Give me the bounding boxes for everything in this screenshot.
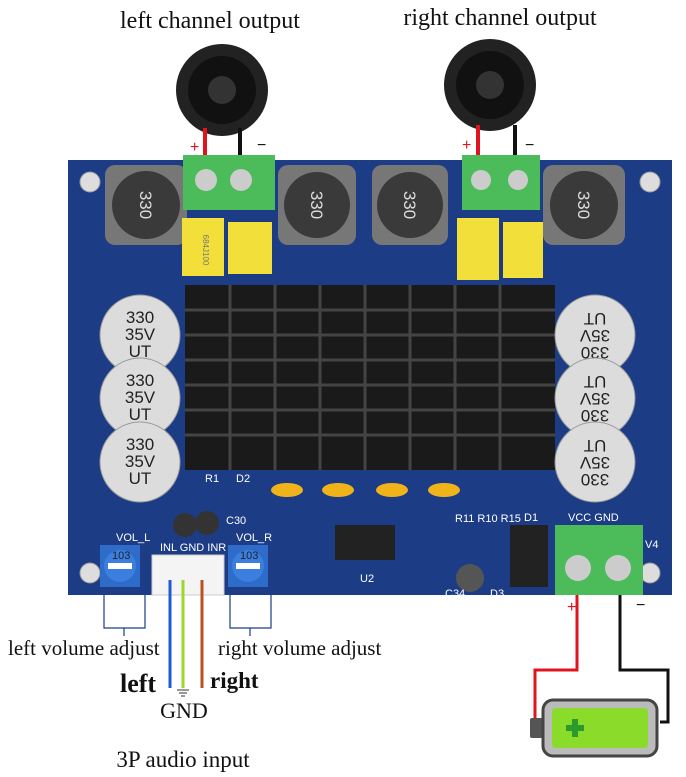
- right-output-terminal[interactable]: [462, 155, 540, 210]
- capacitor-marking: 35V: [125, 388, 156, 407]
- left-input-label: left: [120, 669, 156, 698]
- silk-power-header: VCC GND: [568, 512, 619, 524]
- silk-c34: C34: [445, 588, 465, 600]
- silk-u2: U2: [360, 573, 374, 585]
- left-volume-label: left volume adjust: [8, 636, 160, 660]
- power-minus-wire: [618, 595, 670, 724]
- film-cap-code: 684J100: [201, 235, 210, 266]
- right-volume-label: right volume adjust: [218, 636, 381, 660]
- right-input-label: right: [210, 668, 259, 693]
- film-capacitors: [182, 218, 543, 280]
- silk-d2: D2: [236, 473, 250, 485]
- svg-text:330: 330: [307, 191, 326, 219]
- cap-c34: [456, 564, 484, 592]
- left-minus-sign: −: [257, 137, 266, 154]
- power-plus-wire: [533, 595, 579, 728]
- capacitor-marking: 35V: [579, 389, 610, 408]
- silk-d1: D1: [524, 512, 538, 524]
- capacitor-marking: 35V: [579, 453, 610, 472]
- left-output-terminal[interactable]: [183, 155, 275, 210]
- capacitor-marking: 330: [126, 308, 154, 327]
- right-speaker-icon: [444, 39, 536, 131]
- power-plus-sign: +: [567, 599, 576, 616]
- silk-input-header: INL GND INR: [160, 542, 226, 554]
- gnd-input-label: GND: [160, 698, 208, 723]
- left-speaker-icon: [176, 44, 268, 136]
- silk-v4: V4: [645, 539, 658, 551]
- power-terminal[interactable]: [555, 525, 643, 595]
- capacitor-marking: 35V: [579, 326, 610, 345]
- capacitor-marking: UT: [584, 309, 607, 328]
- capacitor-marking: 330: [126, 435, 154, 454]
- ceramic-capacitors: [271, 483, 460, 497]
- ground-symbol-icon: [177, 689, 189, 697]
- capacitor-marking: 35V: [125, 452, 156, 471]
- right-pot-code: 103: [240, 550, 258, 562]
- ic-u2: [335, 525, 395, 560]
- right-output-label: right channel output: [403, 5, 597, 31]
- silk-r1: R1: [205, 473, 219, 485]
- capacitor-marking: UT: [129, 342, 152, 361]
- right-plus-sign: +: [462, 137, 471, 154]
- svg-text:330: 330: [400, 191, 419, 219]
- audio-input-connector[interactable]: [151, 554, 225, 596]
- audio-input-label: 3P audio input: [116, 747, 250, 772]
- silk-resistors: R11 R10 R15: [455, 513, 521, 525]
- inductor-l1: 330: [105, 165, 187, 245]
- power-minus-sign: −: [636, 597, 645, 614]
- right-volume-pot[interactable]: [228, 545, 268, 587]
- battery-icon: [530, 698, 659, 758]
- diode-d1: [510, 525, 548, 587]
- inductor-l3: 330: [372, 165, 448, 245]
- volume-brackets: [103, 595, 272, 636]
- left-pot-code: 103: [112, 550, 130, 562]
- capacitor-marking: 35V: [125, 325, 156, 344]
- capacitor-marking: 330: [581, 406, 609, 425]
- left-output-label: left channel output: [120, 8, 300, 34]
- capacitor-marking: 330: [581, 470, 609, 489]
- right-minus-sign: −: [525, 137, 534, 154]
- input-capacitors: [173, 511, 219, 537]
- svg-text:330: 330: [136, 191, 155, 219]
- inductor-l4: 330: [543, 165, 625, 245]
- capacitor-marking: 330: [581, 343, 609, 362]
- capacitor-marking: UT: [584, 436, 607, 455]
- capacitor-marking: UT: [129, 405, 152, 424]
- left-volume-pot[interactable]: [100, 545, 140, 587]
- svg-text:330: 330: [574, 191, 593, 219]
- capacitor-marking: UT: [129, 469, 152, 488]
- silk-vol-l: VOL_L: [116, 532, 150, 544]
- silk-d3: D3: [490, 588, 504, 600]
- inductor-l2: 330: [278, 165, 356, 245]
- left-plus-sign: +: [190, 139, 199, 156]
- heatsink: [185, 285, 555, 470]
- capacitor-marking: 330: [126, 371, 154, 390]
- silk-vol-r: VOL_R: [236, 532, 272, 544]
- silk-c30: C30: [226, 515, 246, 527]
- capacitor-marking: UT: [584, 372, 607, 391]
